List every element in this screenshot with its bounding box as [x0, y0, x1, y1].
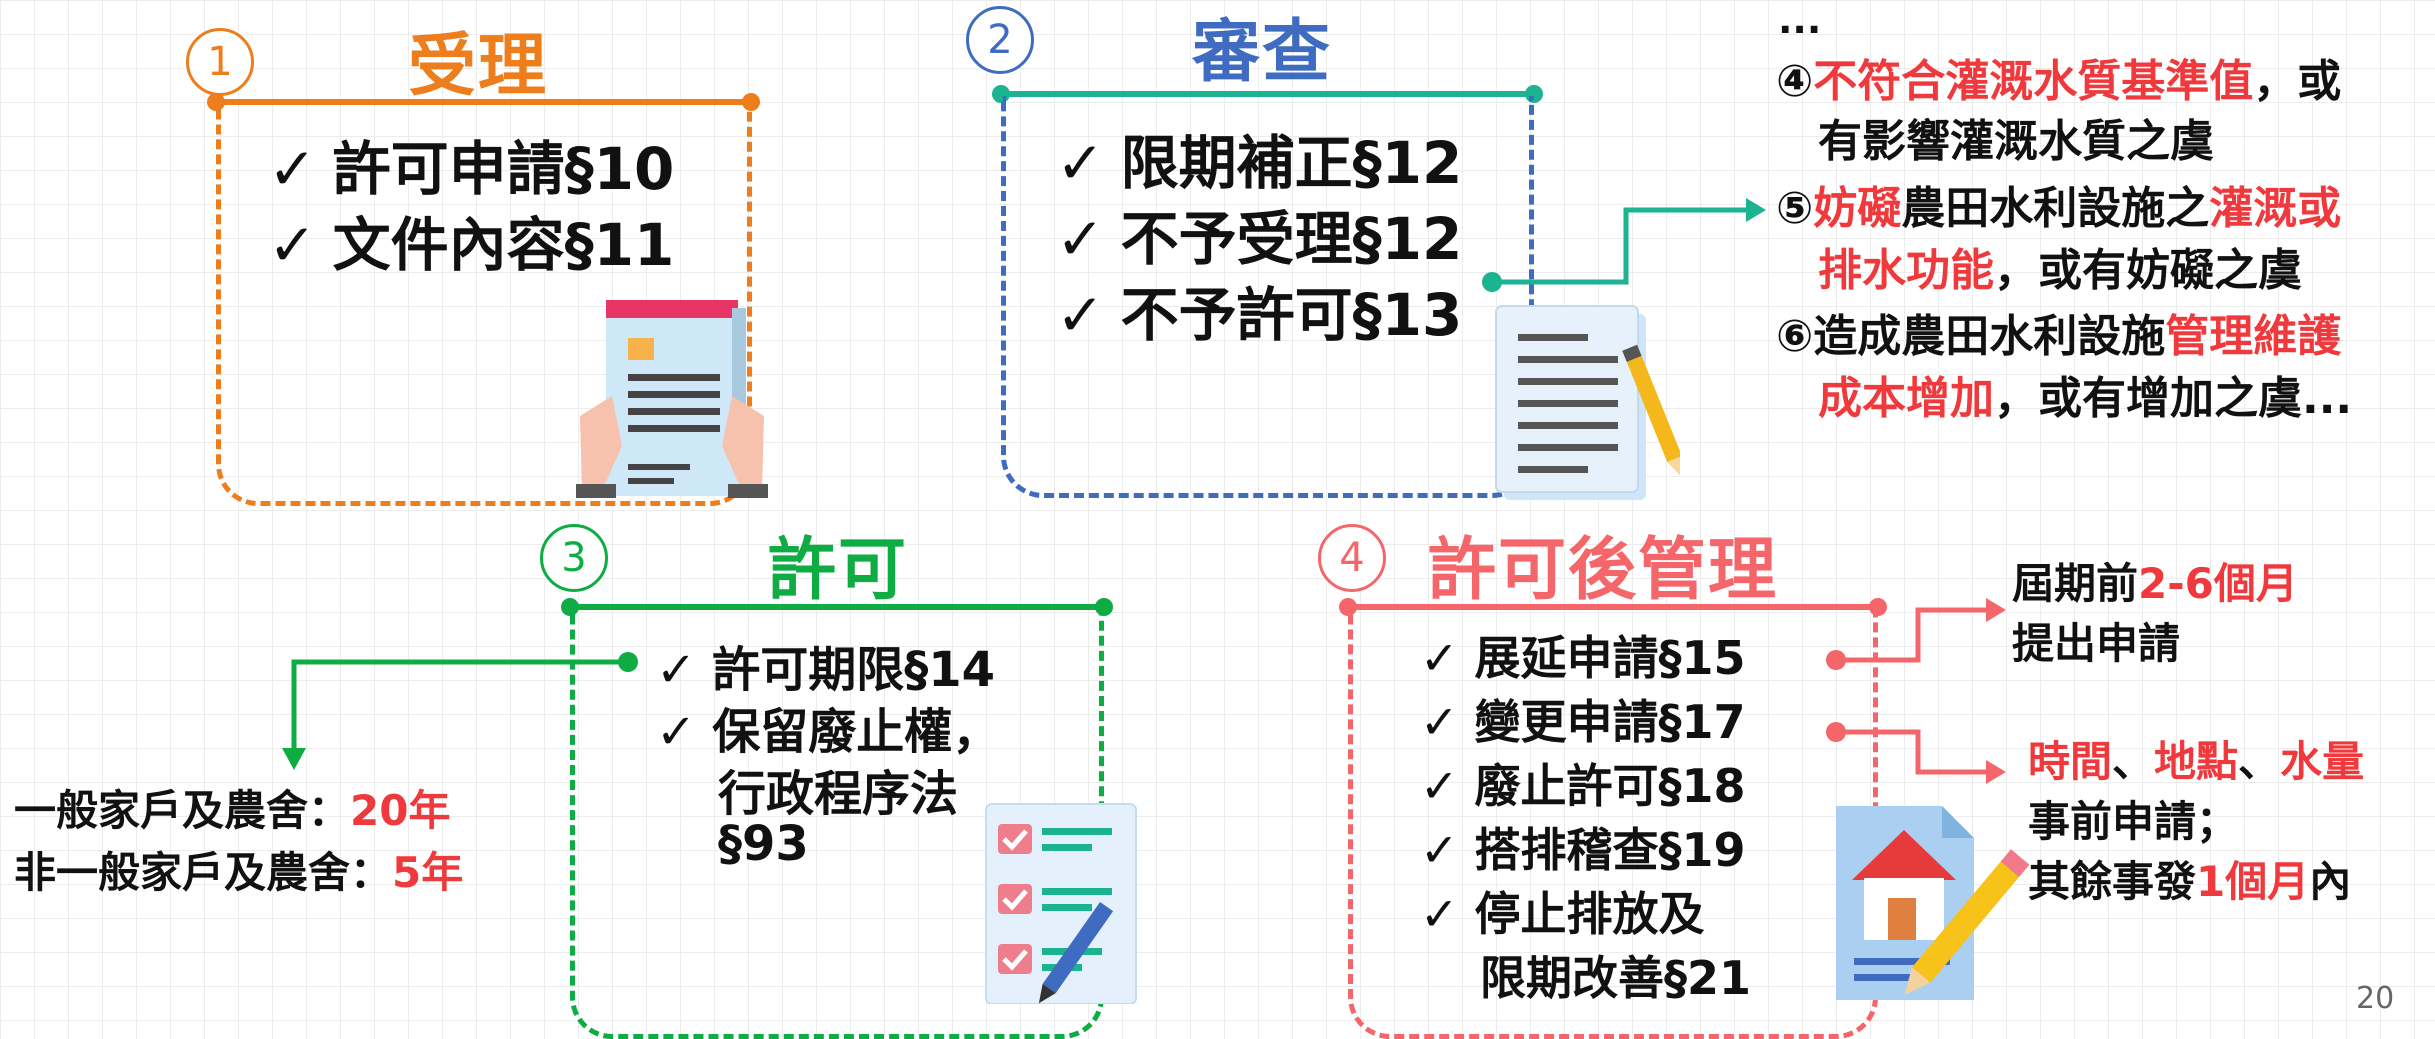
step-2-number: 2 — [966, 6, 1034, 74]
step-4-item: ✓搭排稽查§19 — [1420, 823, 1746, 877]
step-1-title: 受理 — [408, 27, 549, 106]
step-2-title: 審查 — [1192, 13, 1333, 92]
step-4-top-bar — [1348, 604, 1878, 610]
check-icon: ✓ — [1056, 205, 1105, 273]
step-1-item: ✓文件內容§11 — [268, 211, 675, 279]
checklist-icon — [985, 803, 1137, 1004]
step-1-number: 1 — [186, 28, 254, 96]
extension-connector — [1826, 598, 2006, 670]
step-3-item: §93 — [718, 816, 809, 872]
extension-note: 屆期前2-6個月 提出申請 — [2012, 559, 2298, 668]
change-connector — [1826, 722, 2006, 784]
step-2-item: ✓不予受理§12 — [1056, 205, 1463, 273]
step-4-item: ✓廢止許可§18 — [1420, 759, 1746, 813]
check-icon: ✓ — [1420, 695, 1459, 749]
step-4-item: ✓變更申請§17 — [1420, 695, 1746, 749]
step-1-top-bar — [216, 99, 752, 105]
review-note-4: ④不符合灌溉水質基準值，或 有影響灌溉水質之虞 — [1776, 56, 2342, 167]
check-icon: ✓ — [1420, 887, 1459, 941]
step-3-title: 許可 — [768, 531, 909, 610]
check-icon: ✓ — [1420, 631, 1459, 685]
check-icon: ✓ — [1056, 129, 1105, 197]
check-icon: ✓ — [268, 211, 317, 279]
check-icon: ✓ — [268, 135, 317, 203]
step-3-top-bar — [570, 604, 1104, 610]
step-1-item: ✓許可申請§10 — [268, 135, 675, 203]
step-4-title: 許可後管理 — [1428, 531, 1779, 610]
step-3-number: 3 — [540, 524, 608, 592]
permit-period-note: 一般家戶及農舍：20年 非一般家戶及農舍：5年 — [14, 786, 464, 897]
step-2-item: ✓不予許可§13 — [1056, 281, 1463, 349]
step-3-item: 行政程序法 — [718, 766, 959, 822]
review-notes-ellipsis: ... — [1778, 0, 1822, 42]
house-document-icon — [1836, 806, 2030, 1000]
step-4-item: 限期改善§21 — [1480, 951, 1752, 1005]
review-note-6: ⑥造成農田水利設施管理維護 成本增加，或有增加之虞... — [1776, 311, 2353, 424]
document-pencil-icon — [1495, 305, 1680, 500]
step-4-item: ✓停止排放及 — [1420, 887, 1705, 941]
review-note-5: ⑤妨礙農田水利設施之灌溉或 排水功能，或有妨礙之虞 — [1776, 183, 2342, 296]
step-3-item: ✓許可期限§14 — [656, 642, 996, 698]
permit-period-connector — [282, 652, 638, 770]
document-in-hands-icon — [576, 300, 768, 498]
step-4-item: ✓展延申請§15 — [1420, 631, 1746, 685]
check-icon: ✓ — [1420, 823, 1459, 877]
step-1-box — [216, 104, 752, 506]
review-notes-connector — [1482, 198, 1766, 292]
step-2-top-bar — [1001, 91, 1534, 97]
step-4-number: 4 — [1318, 524, 1386, 592]
change-note: 時間、地點、水量 事前申請； 其餘事發1個月內 — [2028, 737, 2365, 906]
check-icon: ✓ — [656, 642, 697, 698]
check-icon: ✓ — [1420, 759, 1459, 813]
page-number: 20 — [2356, 981, 2395, 1016]
step-2-box — [1001, 96, 1534, 498]
check-icon: ✓ — [1056, 281, 1105, 349]
step-2-item: ✓限期補正§12 — [1056, 129, 1463, 197]
check-icon: ✓ — [656, 704, 697, 760]
step-3-item: ✓保留廢止權， — [656, 704, 1001, 760]
